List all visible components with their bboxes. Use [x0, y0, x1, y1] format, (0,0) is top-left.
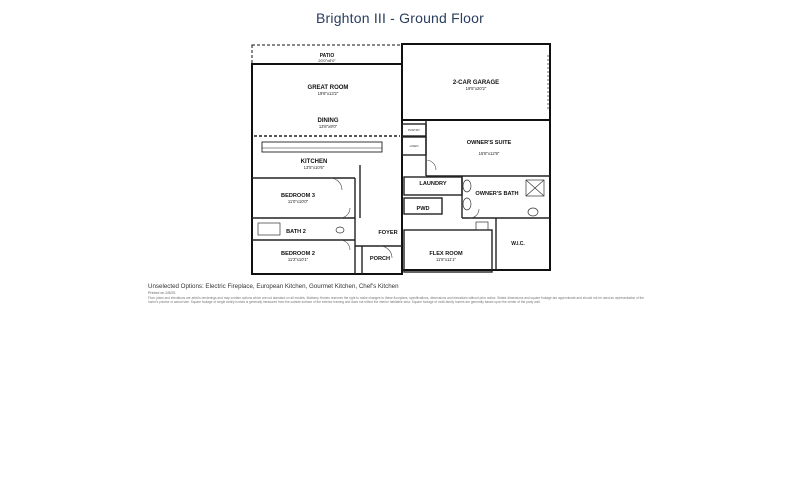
room-name-pwd: PWD [416, 206, 429, 212]
room-dim-dining: 13'8"x9'0" [319, 124, 338, 129]
room-name-porch: PORCH [370, 256, 390, 262]
room-name-kitchen: KITCHEN [301, 159, 328, 165]
room-name-pantry: PANTRY [408, 128, 420, 132]
room-dim-bedroom-2: 11'2"x10'1" [288, 257, 309, 262]
printed-date: Printed on 2/8/25 [148, 291, 176, 295]
room-name-foyer: FOYER [378, 230, 397, 236]
room-dim-bedroom-3: 11'0"x10'0" [288, 199, 309, 204]
room-name-dining: DINING [318, 118, 339, 124]
room-name-bath-2: BATH 2 [286, 229, 306, 235]
right-wing-outline [401, 119, 551, 271]
room-dim-patio: 20'0"x8'0" [318, 58, 336, 63]
room-dim-great-room: 19'8"x13'2" [318, 91, 339, 96]
room-name-owners-suite: OWNER'S SUITE [467, 140, 512, 146]
disclaimer: Floor plans and elevations are artist's … [148, 296, 645, 304]
room-name-great-room: GREAT ROOM [308, 85, 349, 91]
room-name-owners-bath: OWNER'S BATH [475, 191, 518, 197]
room-name-wic: W.I.C. [511, 241, 525, 247]
room-name-bedroom-2: BEDROOM 2 [281, 251, 315, 257]
room-dim-kitchen: 13'5"x10'6" [304, 165, 325, 170]
room-name-flex-room: FLEX ROOM [429, 251, 463, 257]
room-name-bedroom-3: BEDROOM 3 [281, 193, 315, 199]
room-dim-flex-room: 11'5"x11'1" [436, 257, 457, 262]
room-name-linen: LINEN [410, 144, 419, 148]
room-name-garage: 2-CAR GARAGE [453, 80, 499, 86]
patio-outline [251, 44, 403, 65]
room-dim-owners-suite: 15'8"x12'9" [479, 151, 500, 156]
plan-title: Brighton III - Ground Floor [315, 10, 485, 26]
room-name-patio: PATIO [320, 53, 335, 59]
room-name-laundry: LAUNDRY [419, 181, 446, 187]
unselected-options: Unselected Options: Electric Fireplace, … [148, 283, 399, 290]
room-dim-garage: 19'5"x20'2" [466, 86, 487, 91]
